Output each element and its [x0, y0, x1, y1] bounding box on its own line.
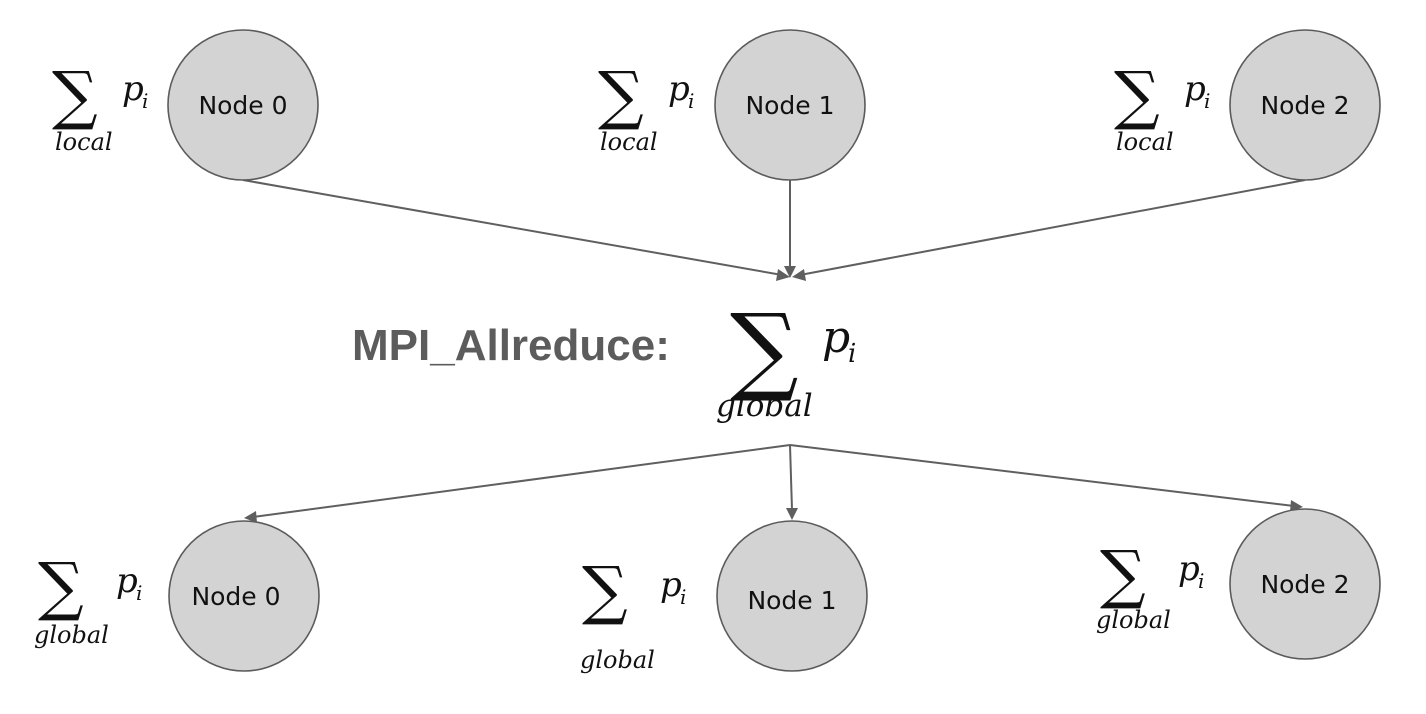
allreduce-operation: MPI_Allreduce: ∑ p i global [352, 293, 856, 424]
sum-scope-label: global [580, 646, 655, 674]
sum-variable-subscript: i [680, 585, 686, 609]
node-circle [716, 520, 868, 672]
sum-variable-subscript: i [142, 89, 148, 113]
node-circle [168, 520, 320, 672]
sum-variable: p [1178, 549, 1200, 589]
node-circle [714, 29, 866, 181]
node-label: Node 0 [191, 582, 280, 611]
sum-variable-subscript: i [848, 339, 856, 369]
node-circle [1229, 29, 1381, 181]
operation-label: MPI_Allreduce: [352, 321, 670, 370]
sum-symbol: ∑ [730, 293, 799, 405]
node-label: Node 0 [198, 91, 287, 120]
bottom-node-0: ∑ p i global Node 0 [34, 520, 320, 672]
sum-variable-subscript: i [1198, 569, 1204, 593]
reduce-arrows [242, 179, 1306, 281]
node-label: Node 2 [1260, 91, 1349, 120]
arrow-node0-to-center [242, 179, 783, 276]
sum-variable: p [1184, 69, 1206, 109]
sum-symbol: ∑ [598, 59, 644, 133]
sum-variable: p [660, 565, 682, 605]
sum-scope-label: local [55, 128, 113, 156]
bottom-node-2: ∑ p i global Node 2 [1096, 508, 1381, 660]
broadcast-arrows [244, 444, 1303, 523]
sum-scope-label: local [600, 128, 658, 156]
sum-variable-subscript: i [688, 89, 694, 113]
sum-symbol: ∑ [38, 550, 84, 624]
sum-symbol: ∑ [1100, 538, 1146, 612]
arrow-node2-to-center [799, 179, 1306, 276]
node-label: Node 1 [747, 586, 836, 615]
arrowhead [784, 266, 796, 278]
top-node-0: ∑ p i local Node 0 [52, 29, 319, 181]
arrow-center-to-node1 [789, 444, 793, 511]
sum-variable: p [122, 69, 144, 109]
sum-scope-label: global [716, 388, 813, 424]
sum-scope-label: global [34, 621, 109, 649]
sum-symbol: ∑ [52, 59, 98, 133]
sum-variable: p [822, 312, 850, 363]
arrowhead [786, 508, 798, 520]
arrowhead [1290, 500, 1303, 512]
bottom-node-1: ∑ p i global Node 1 [580, 520, 868, 674]
arrow-center-to-node2 [789, 444, 1295, 507]
sum-variable-subscript: i [136, 581, 142, 605]
top-node-1: ∑ p i local Node 1 [598, 29, 866, 181]
sum-variable: p [116, 561, 138, 601]
arrowhead [776, 269, 790, 281]
node-circle [167, 29, 319, 181]
sum-variable-subscript: i [1204, 89, 1210, 113]
arrow-center-to-node0 [252, 444, 791, 518]
sum-symbol: ∑ [1114, 59, 1160, 133]
node-circle [1229, 508, 1381, 660]
arrowhead [244, 511, 257, 523]
sum-scope-label: local [1116, 128, 1174, 156]
node-label: Node 1 [745, 91, 834, 120]
sum-scope-label: global [1096, 606, 1171, 634]
node-label: Node 2 [1260, 570, 1349, 599]
sum-variable: p [668, 69, 690, 109]
sum-symbol: ∑ [582, 554, 628, 628]
top-node-2: ∑ p i local Node 2 [1114, 29, 1381, 181]
arrowhead [792, 269, 806, 281]
